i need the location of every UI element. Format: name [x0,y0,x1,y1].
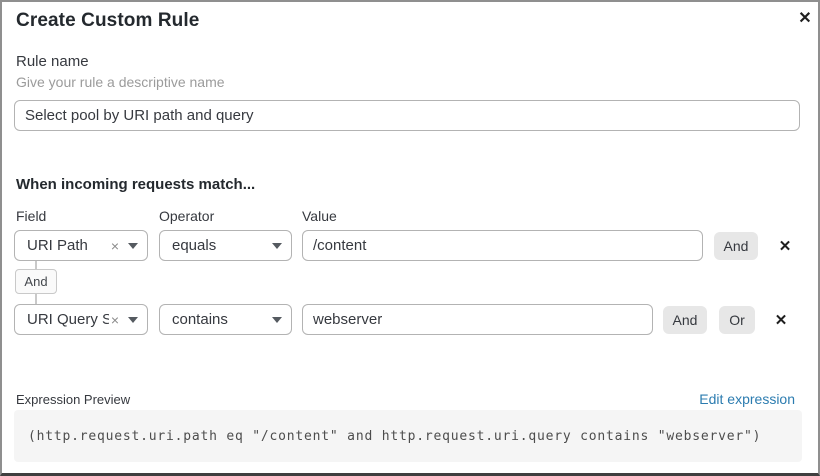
row1-operator-select-value: equals [172,237,217,254]
row1-field-caret-icon [128,242,138,249]
row1-operator-select[interactable]: equals [159,230,292,261]
match-heading: When incoming requests match... [16,176,256,193]
row1-and-button[interactable]: And [714,232,758,260]
row1-value-input[interactable] [302,230,703,261]
row2-field-select-value: URI Query St... [27,311,109,328]
row1-delete-icon[interactable]: ✕ [778,238,792,255]
row2-value-input[interactable] [302,304,653,335]
expression-preview-label: Expression Preview [16,392,131,407]
connector-line-bottom [35,294,37,304]
row2-operator-caret-icon [272,316,282,323]
connector-line-top [35,261,37,269]
expression-preview-box: (http.request.uri.path eq "/content" and… [14,410,802,462]
row1-operator-caret-icon [272,242,282,249]
expression-preview-code: (http.request.uri.path eq "/content" and… [28,428,762,444]
row2-or-button[interactable]: Or [719,306,755,334]
row2-and-button[interactable]: And [663,306,707,334]
edit-expression-link[interactable]: Edit expression [699,391,795,407]
column-label-field: Field [16,208,47,224]
row1-field-clear-icon[interactable]: × [110,237,119,254]
column-label-operator: Operator [159,208,215,224]
rule-name-hint: Give your rule a descriptive name [16,74,225,90]
row2-field-clear-icon[interactable]: × [110,311,119,328]
row2-field-caret-icon [128,316,138,323]
rule-name-label: Rule name [16,53,89,70]
rule-name-input[interactable] [14,100,800,131]
row1-field-select-value: URI Path [27,237,88,254]
row2-delete-icon[interactable]: ✕ [774,312,788,329]
row2-field-select[interactable]: URI Query St... × [14,304,148,335]
column-label-value: Value [302,208,337,224]
group-connector-badge[interactable]: And [15,269,57,294]
row2-operator-select-value: contains [172,311,228,328]
close-icon[interactable]: ✕ [798,10,812,27]
dialog-title: Create Custom Rule [16,10,200,31]
row2-operator-select[interactable]: contains [159,304,292,335]
row1-field-select[interactable]: URI Path × [14,230,148,261]
